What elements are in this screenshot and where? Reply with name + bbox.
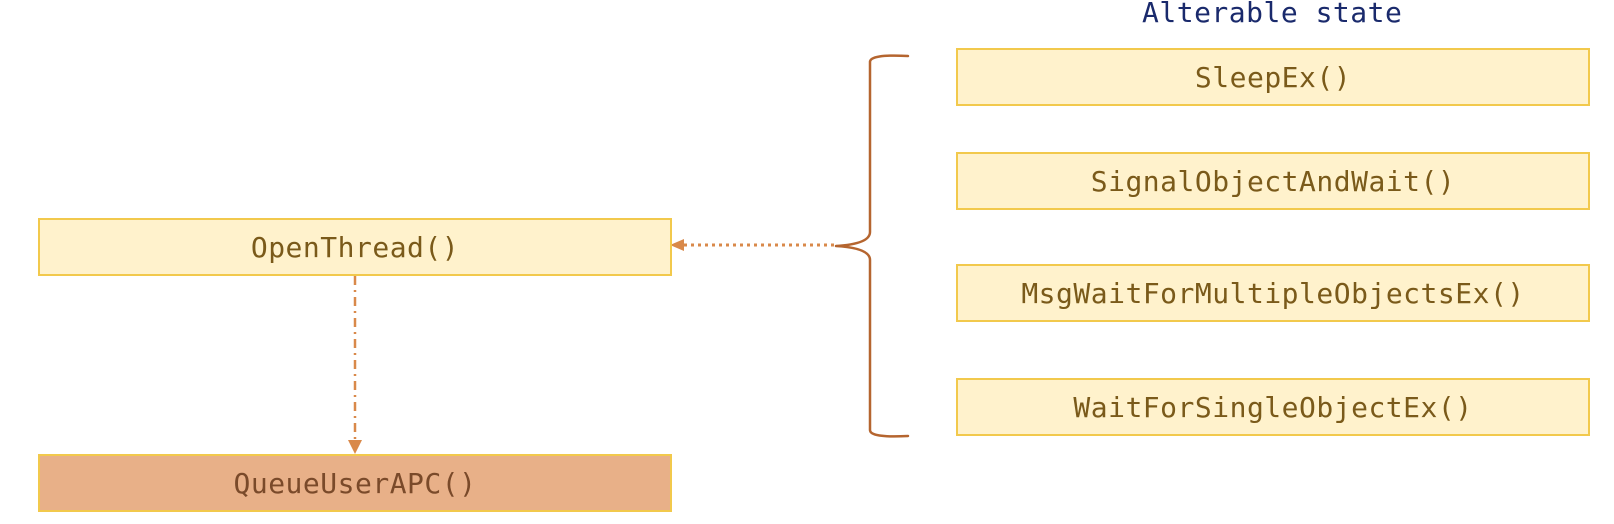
dotted-arrow-head — [670, 239, 684, 251]
group-brace — [834, 54, 910, 438]
queue-user-apc-node: QueueUserAPC() — [38, 454, 672, 512]
signal-object-and-wait-node: SignalObjectAndWait() — [956, 152, 1590, 210]
wait-for-single-object-ex-node: WaitForSingleObjectEx() — [956, 378, 1590, 436]
open-thread-node: OpenThread() — [38, 218, 672, 276]
sleepex-node: SleepEx() — [956, 48, 1590, 106]
msg-wait-for-multiple-objects-ex-node: MsgWaitForMultipleObjectsEx() — [956, 264, 1590, 322]
dashdot-arrow-head — [348, 440, 362, 454]
alertable-state-title: Alterable state — [1142, 0, 1403, 29]
